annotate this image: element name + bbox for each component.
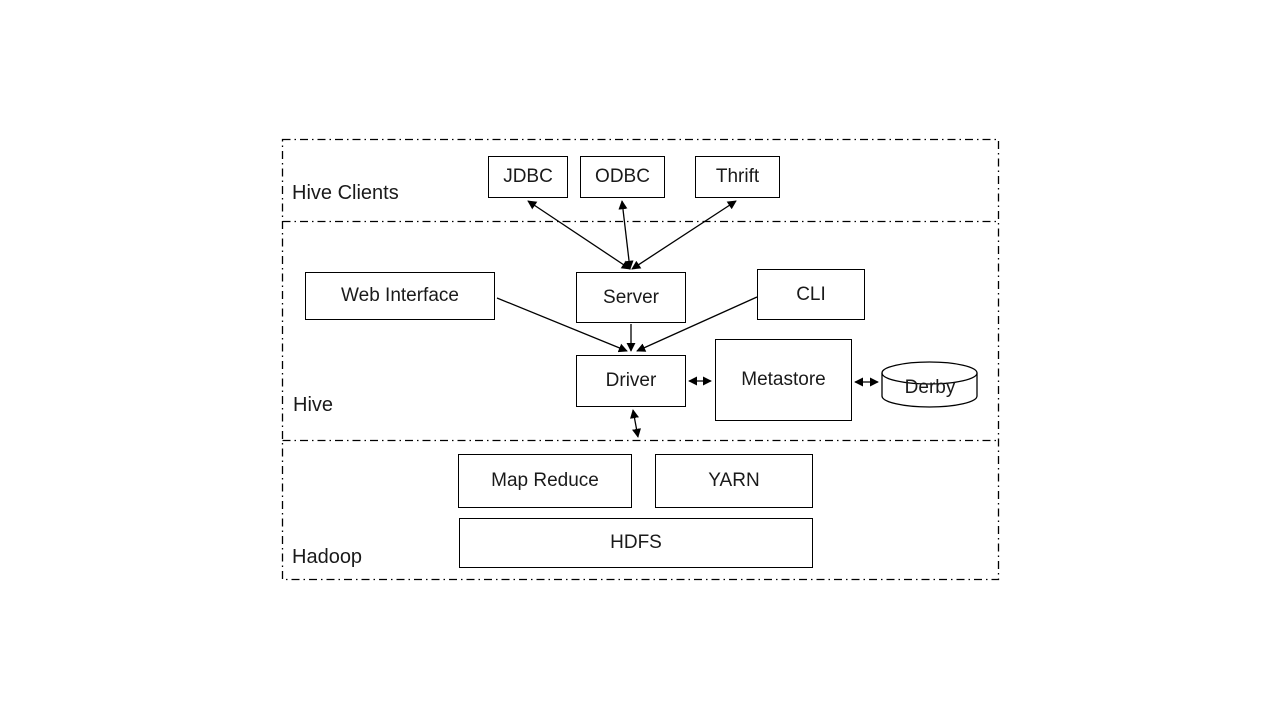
node-server: Server [576,272,686,323]
node-derby-label: Derby [904,377,956,398]
edge-server-jdbc [527,200,631,270]
edge-web-interface-driver [496,297,628,353]
node-thrift: Thrift [695,156,780,198]
edge-server-odbc [618,200,634,270]
diagram-outer-frame [281,138,1000,581]
node-map-reduce: Map Reduce [458,454,632,508]
section-label-hadoop: Hadoop [292,546,363,568]
node-odbc: ODBC [580,156,665,198]
node-cli: CLI [757,269,865,320]
node-yarn: YARN [655,454,813,508]
node-metastore: Metastore [715,339,852,421]
section-label-hive-clients: Hive Clients [292,182,399,204]
edge-driver-hadoop [630,409,641,438]
edge-cli-driver [636,296,758,352]
edge-server-thrift [631,200,737,270]
section-label-hive: Hive [293,394,334,416]
derby-cylinder-icon [881,361,978,408]
node-hdfs: HDFS [459,518,813,568]
node-jdbc: JDBC [488,156,568,198]
node-driver: Driver [576,355,686,407]
node-web-interface: Web Interface [305,272,495,320]
